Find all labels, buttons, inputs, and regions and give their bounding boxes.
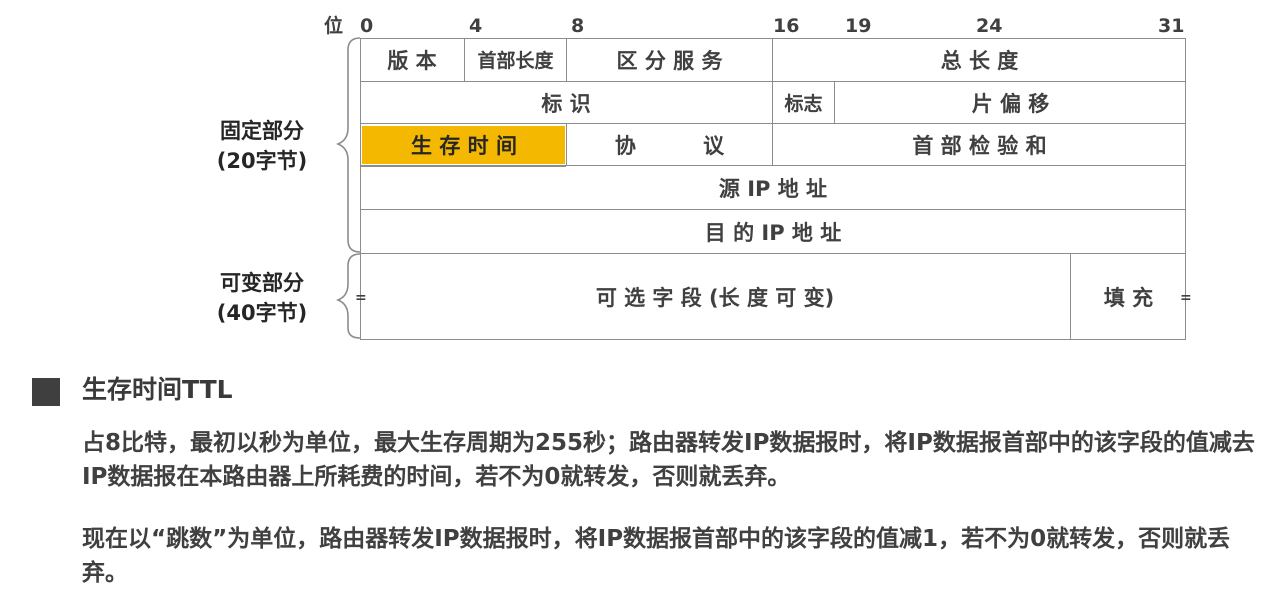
fixed-part-size: (20字节) [216, 149, 308, 173]
destination-ip-field: 目 的 IP 地 址 [360, 210, 1186, 254]
variable-part-label: 可变部分 (40字节) [206, 268, 318, 328]
version-field: 版 本 [360, 38, 464, 82]
variable-part-size: (40字节) [216, 301, 308, 325]
ip-header-table [360, 38, 1186, 340]
ttl-description-original: 占8比特，最初以秒为单位，最大生存周期为255秒；路由器转发IP数据报时，将IP… [82, 430, 1255, 490]
bit-4-label: 4 [469, 15, 483, 37]
variable-part-title: 可变部分 [220, 271, 304, 295]
bit-8-label: 8 [571, 15, 585, 37]
fixed-part-label: 固定部分 (20字节) [206, 116, 318, 176]
bit-19-label: 19 [845, 15, 872, 37]
bit-24-label: 24 [976, 15, 1003, 37]
protocol-field: 协 议 [566, 124, 772, 166]
bit-16-label: 16 [773, 15, 800, 37]
ttl-field: 生 存 时 间 [362, 126, 565, 164]
identification-field: 标 识 [360, 82, 772, 124]
fragment-offset-field: 片 偏 移 [834, 82, 1186, 124]
bit-position-label: 位 [324, 15, 344, 37]
header-checksum-field: 首 部 检 验 和 [772, 124, 1186, 166]
differentiated-services-field: 区 分 服 务 [566, 38, 772, 82]
fixed-part-title: 固定部分 [220, 119, 304, 143]
options-left-break-mark: = [355, 290, 367, 306]
padding-field: 填 充 [1070, 254, 1186, 340]
source-ip-field: 源 IP 地 址 [360, 166, 1186, 210]
heading-bullet-icon [32, 378, 60, 406]
bit-31-label: 31 [1158, 15, 1185, 37]
ttl-heading: 生存时间TTL [82, 375, 233, 404]
bit-0-label: 0 [360, 15, 374, 37]
options-right-break-mark: = [1180, 290, 1192, 306]
total-length-field: 总 长 度 [772, 38, 1186, 82]
fixed-part-brace [336, 37, 361, 339]
options-field: 可 选 字 段 (长 度 可 变) [595, 286, 835, 310]
ttl-bottom-border [360, 165, 566, 167]
flags-field: 标志 [772, 82, 834, 124]
header-length-field: 首部长度 [464, 38, 566, 82]
ttl-description-current: 现在以“跳数”为单位，路由器转发IP数据报时，将IP数据报首部中的该字段的值减1… [82, 526, 1231, 586]
